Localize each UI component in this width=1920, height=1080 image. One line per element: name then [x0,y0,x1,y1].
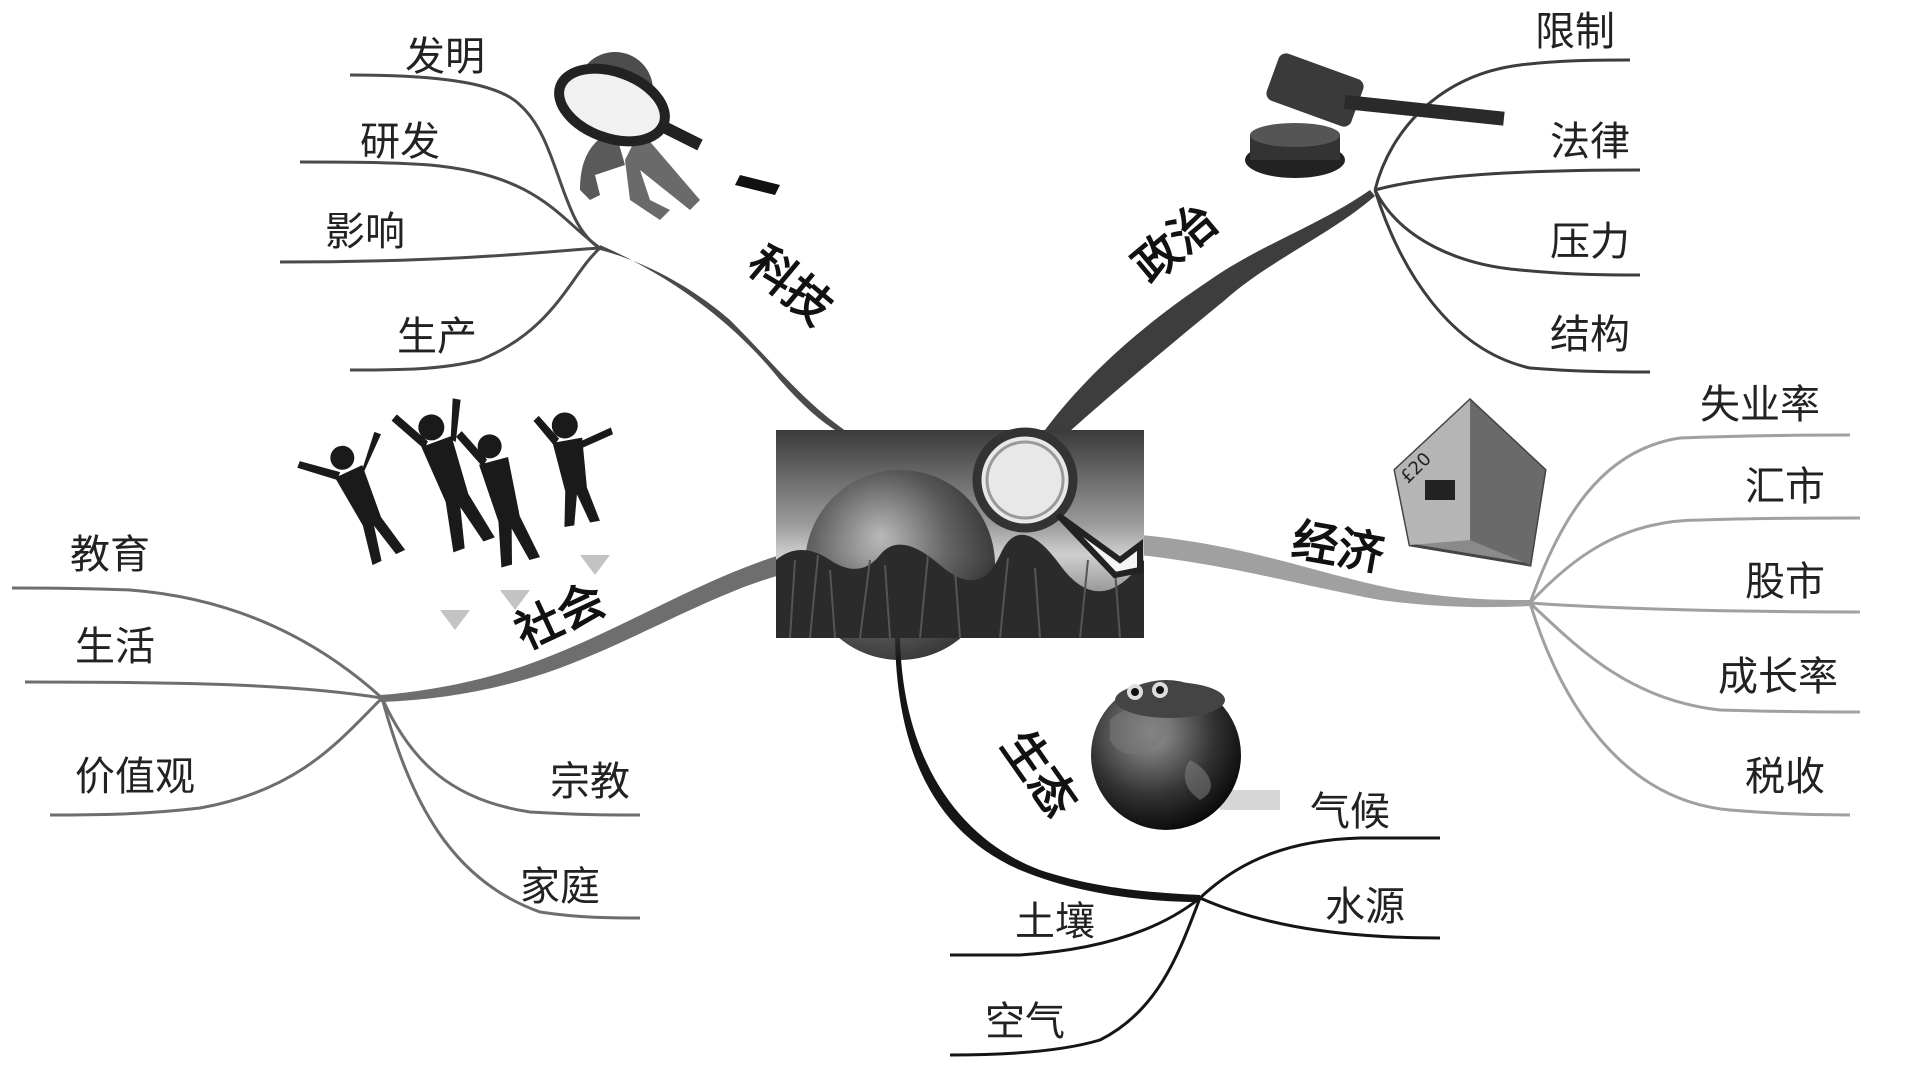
tech-item-1: 研发 [360,119,440,165]
jumping-people-icon [297,398,614,630]
branch-politics: 限制 法律 压力 结构 政治 [1045,9,1651,440]
economy-item-0: 失业率 [1700,382,1820,428]
branch-society-trunk [380,555,780,702]
figure-with-magnifier-icon [554,52,780,220]
economy-item-4: 税收 [1745,754,1825,800]
branch-ecology: 气候 水源 土壤 空气 生态 [895,630,1441,1057]
tech-item-2: 影响 [325,209,405,255]
money-house-icon: £20 [1393,397,1547,567]
economy-item-3: 成长率 [1718,654,1838,700]
ecology-label: 生态 [991,720,1088,826]
ecology-item-2: 土壤 [1015,899,1095,945]
gavel-icon [1245,53,1505,178]
branch-society: 教育 生活 价值观 宗教 家庭 社会 [11,398,780,920]
society-item-3: 宗教 [550,759,630,805]
society-item-0: 教育 [70,532,150,578]
ecology-item-0: 气候 [1310,789,1390,835]
society-item-1: 生活 [75,624,155,670]
tech-label: 科技 [738,235,843,336]
magnifier-icon [972,427,1143,579]
branch-economy-trunk [1140,535,1530,608]
branch-ecology-trunk [895,630,1200,902]
frog-on-globe-icon [1091,680,1280,830]
tech-item-0: 发明 [405,34,485,80]
politics-item-1: 法律 [1550,119,1630,165]
politics-item-3: 结构 [1550,312,1630,358]
center-image [776,427,1144,660]
tech-item-3: 生产 [397,314,477,360]
society-item-4: 家庭 [520,864,600,910]
economy-item-2: 股市 [1745,559,1825,605]
politics-item-2: 压力 [1550,219,1630,265]
society-item-2: 价值观 [75,754,195,800]
branch-politics-trunk [1045,190,1375,440]
branch-economy: 失业率 汇市 股市 成长率 税收 经济 £20 [1140,382,1861,817]
ecology-item-1: 水源 [1325,884,1405,930]
ecology-item-3: 空气 [985,999,1065,1045]
economy-item-1: 汇市 [1745,464,1825,510]
politics-item-0: 限制 [1535,9,1615,55]
branch-tech: 发明 研发 影响 生产 科技 [279,34,880,448]
politics-label: 政治 [1122,193,1227,294]
